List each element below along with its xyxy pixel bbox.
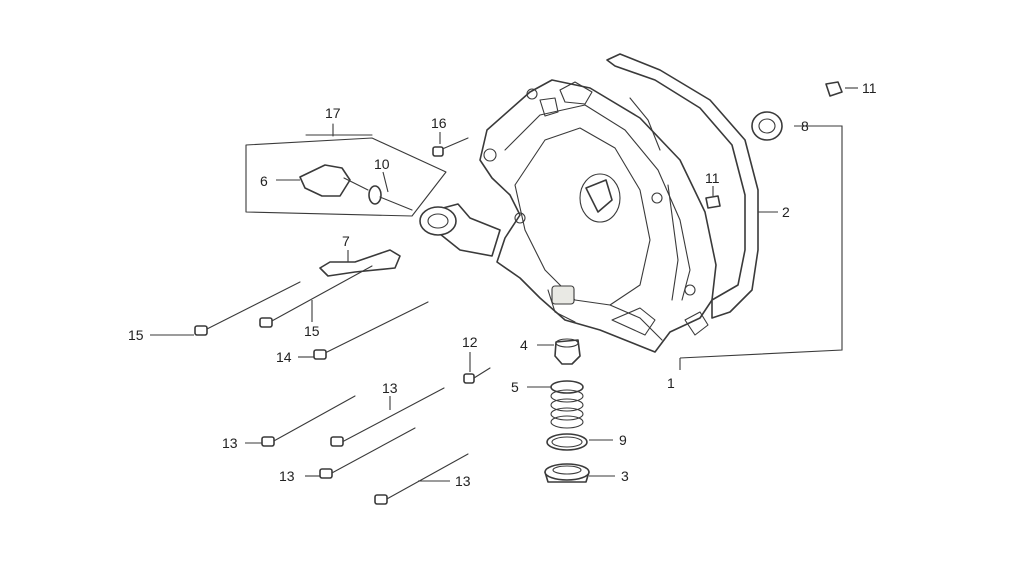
outlet-neck bbox=[419, 203, 501, 257]
callout-4: 4 bbox=[520, 337, 528, 353]
oil-seal bbox=[751, 111, 783, 141]
callout-7: 7 bbox=[342, 233, 350, 249]
callout-13-c: 13 bbox=[279, 468, 295, 484]
spring-part-5 bbox=[550, 380, 584, 429]
callout-11-middle: 11 bbox=[705, 170, 720, 186]
bolt-12 bbox=[463, 367, 491, 384]
callout-2: 2 bbox=[782, 204, 790, 220]
callout-1: 1 bbox=[667, 375, 675, 391]
callout-6: 6 bbox=[260, 173, 268, 189]
dipstick-assembly-group bbox=[245, 123, 447, 217]
long-bolt-13a bbox=[261, 395, 356, 447]
bolt-16 bbox=[432, 137, 469, 157]
callout-13-b: 13 bbox=[382, 380, 398, 396]
leader-lines bbox=[150, 87, 858, 482]
callout-15-b: 15 bbox=[304, 323, 320, 339]
cover-gasket bbox=[606, 53, 759, 319]
dipstick-cap bbox=[299, 164, 413, 211]
long-bolt-14 bbox=[313, 301, 429, 360]
callout-15-a: 15 bbox=[128, 327, 144, 343]
callout-labels: 1 2 3 4 5 6 7 8 9 10 11 11 12 13 13 13 1… bbox=[128, 80, 877, 489]
dowel-pin-middle bbox=[705, 195, 721, 209]
strainer-part-4 bbox=[554, 338, 581, 365]
crankcase-cover bbox=[479, 79, 717, 353]
callout-17: 17 bbox=[325, 105, 341, 121]
callout-10: 10 bbox=[374, 156, 390, 172]
cable-bracket bbox=[319, 249, 401, 277]
callout-8: 8 bbox=[801, 118, 809, 134]
callout-13-d: 13 bbox=[455, 473, 471, 489]
drain-cap-part-3 bbox=[544, 463, 590, 483]
callout-9: 9 bbox=[619, 432, 627, 448]
callout-3: 3 bbox=[621, 468, 629, 484]
o-ring-part-9 bbox=[546, 433, 588, 451]
long-bolt-13d bbox=[374, 453, 469, 505]
long-bolt-15a bbox=[194, 281, 301, 336]
callout-5: 5 bbox=[511, 379, 519, 395]
callout-14: 14 bbox=[276, 349, 292, 365]
callout-11-top: 11 bbox=[862, 80, 877, 96]
long-bolt-13b bbox=[330, 387, 445, 447]
dowel-pin-top bbox=[825, 81, 843, 97]
callout-12: 12 bbox=[462, 334, 478, 350]
callout-13-a: 13 bbox=[222, 435, 238, 451]
callout-16: 16 bbox=[431, 115, 447, 131]
long-bolt-15b bbox=[259, 265, 373, 328]
long-bolt-13c bbox=[319, 427, 416, 479]
